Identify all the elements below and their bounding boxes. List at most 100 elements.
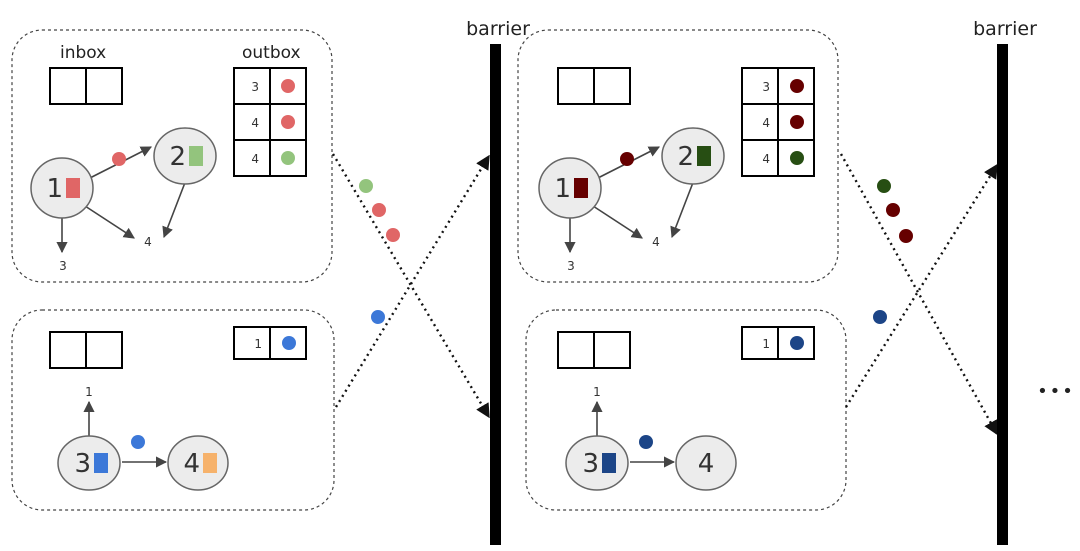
outbox-message-dot [790,336,804,350]
outbox: 1 [741,326,815,360]
vertex-id: 1 [554,174,571,204]
vertex-id: 3 [74,449,91,479]
outbox-dest: 4 [251,152,259,166]
inbox-cell [593,67,631,105]
outbox-cell [741,139,779,177]
message-dot [620,152,634,166]
outbox-cell [741,103,779,141]
message-dot [639,435,653,449]
vertex-value-square [602,453,616,473]
worker-cluster [517,29,839,283]
vertex-node: 3 [57,435,121,491]
edge-target-label: 4 [652,235,660,249]
outbox-message-dot [790,151,804,165]
worker-top-1: inbox outbox 3 4 4 [11,29,333,283]
edge-target-label: 3 [567,259,575,273]
message-path [331,153,491,419]
vertex-node: 2 [661,127,725,185]
barrier-label: barrier [973,18,1037,40]
in-flight-message [386,228,400,242]
edge-target-label: 3 [59,259,67,273]
vertex-node: 1 [30,157,94,219]
vertex-node: 4 [167,435,229,491]
outbox-dest: 1 [762,337,770,351]
vertex-id: 3 [582,449,599,479]
in-flight-message [372,203,386,217]
vertex-id: 2 [677,142,694,172]
vertex-value-square [574,178,588,198]
inbox-cell [557,331,595,369]
vertex-node: 4 [675,435,737,491]
message-dot [112,152,126,166]
outbox-cell [741,67,779,105]
superstep-1: inbox outbox 3 4 4 [11,18,530,545]
inbox-label: inbox [60,43,106,63]
inbox-cell [85,331,123,369]
in-flight-message [359,179,373,193]
in-flight-message [886,203,900,217]
graph-edge [670,179,695,239]
outbox-message-dot [281,151,295,165]
outbox-label: outbox [242,43,301,63]
outbox-message-dot [281,115,295,129]
outbox-cell [741,326,779,360]
outbox: 1 [233,326,307,360]
outbox-message-dot [790,79,804,93]
worker-cluster [11,29,333,283]
message-path [334,154,491,408]
outbox-dest: 1 [254,337,262,351]
vertex-value-square [94,453,108,473]
edge-target-label: 1 [85,385,93,399]
outbox: 3 4 4 [741,67,815,177]
inbox [49,331,123,369]
in-flight-message [899,229,913,243]
vertex-value-square [66,178,80,198]
outbox: 3 4 4 [233,67,307,177]
graph-edge [592,205,643,239]
inbox [557,331,631,369]
message-dot [131,435,145,449]
vertex-value-square [189,146,203,166]
barrier-bar [997,44,1008,545]
superstep-2: 3 4 4 3 4 1 2 [517,18,1037,545]
in-flight-message [873,310,887,324]
edge-target-label: 4 [144,235,152,249]
vertex-value-square [697,146,711,166]
outbox-dest: 3 [251,80,259,94]
graph-edge [162,179,187,239]
inbox [49,67,123,105]
inbox-cell [49,67,87,105]
outbox-dest: 4 [762,116,770,130]
inbox-cell [593,331,631,369]
inbox-cell [557,67,595,105]
continuation-ellipsis: ••• [1037,381,1075,402]
edge-target-label: 1 [593,385,601,399]
vertex-node: 1 [538,157,602,219]
worker-bottom-1: 1 1 3 4 [11,309,335,511]
in-flight-message [877,179,891,193]
message-path [839,153,999,436]
vertex-id: 4 [698,449,715,479]
inbox [557,67,631,105]
vertex-node: 2 [153,127,217,185]
vertex-id: 1 [46,174,63,204]
barrier-bar [490,44,501,545]
in-flight-message [371,310,385,324]
worker-bottom-2: 1 1 3 4 [525,309,847,511]
vertex-id: 4 [183,449,200,479]
vertex-id: 2 [169,142,186,172]
outbox-dest: 3 [762,80,770,94]
inbox-cell [85,67,123,105]
outbox-dest: 4 [762,152,770,166]
vertex-value-square [203,453,217,473]
graph-edge [84,205,135,239]
barrier-label: barrier [466,18,530,40]
outbox-message-dot [790,115,804,129]
outbox-dest: 4 [251,116,259,130]
worker-top-2: 3 4 4 3 4 1 2 [517,29,839,283]
inbox-cell [49,331,87,369]
outbox-message-dot [282,336,296,350]
outbox-cell [233,326,271,360]
vertex-node: 3 [565,435,629,491]
